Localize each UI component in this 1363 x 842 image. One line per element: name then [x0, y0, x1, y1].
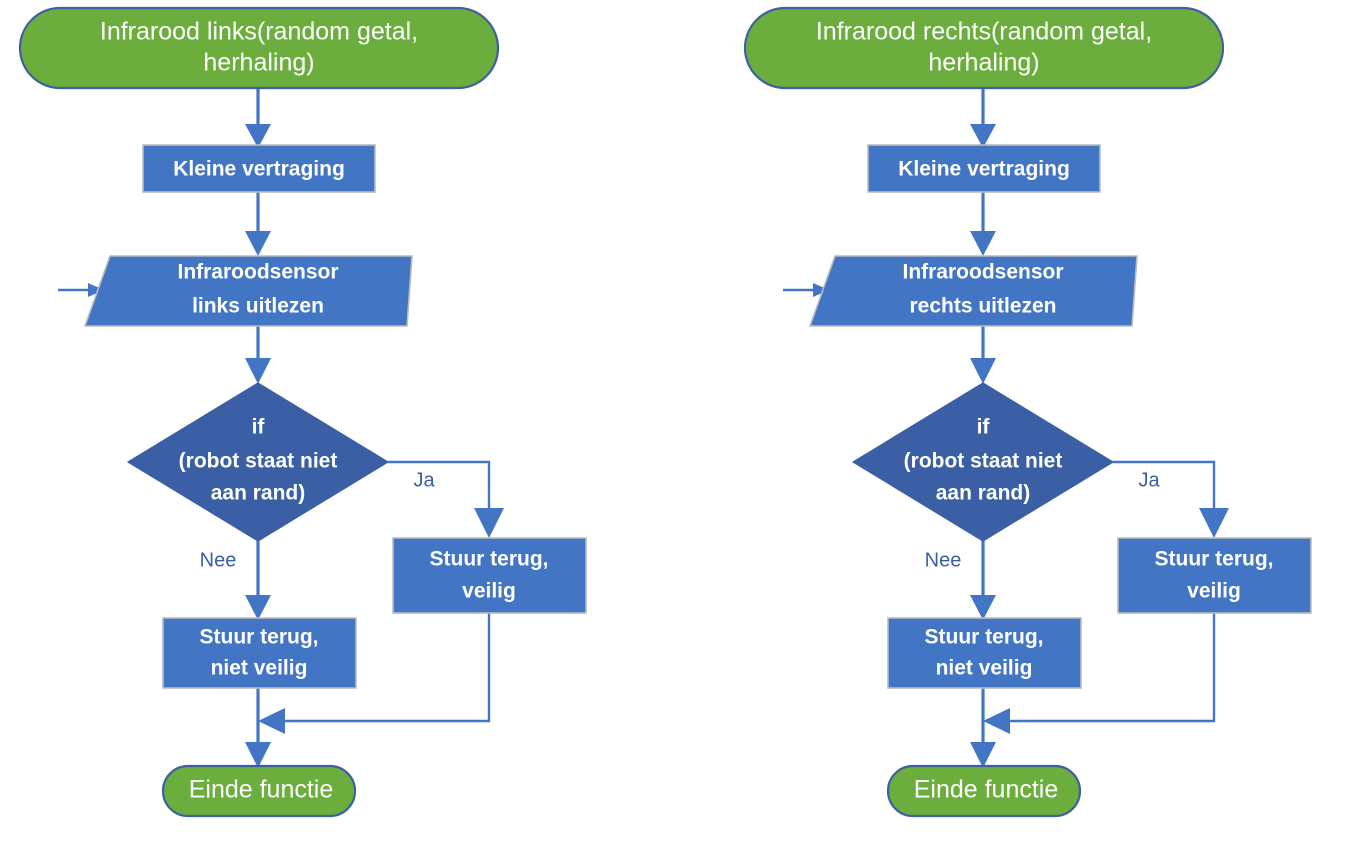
left-unsafe-label-line1: Stuur terug, [200, 626, 319, 649]
left-unsafe-process[interactable]: Stuur terug, niet veilig [162, 617, 357, 689]
left-flow-column: Infrarood links(random getal, herhaling)… [18, 6, 587, 818]
left-delay-label: Kleine vertraging [173, 158, 345, 181]
left-safe-label-line2: veilig [462, 580, 516, 603]
right-unsafe-label-line1: Stuur terug, [925, 626, 1044, 649]
left-safe-label-line1: Stuur terug, [430, 548, 549, 571]
left-decision-diamond[interactable]: if (robot staat niet aan rand) [126, 382, 390, 542]
right-safe-process[interactable]: Stuur terug, veilig [1117, 537, 1312, 614]
right-unsafe-process[interactable]: Stuur terug, niet veilig [887, 617, 1082, 689]
right-start-terminator[interactable]: Infrarood rechts(random getal, herhaling… [743, 6, 1225, 90]
right-connector-unsafe-to-end [970, 688, 996, 768]
right-start-label-line1: Infrarood rechts(random getal, [816, 18, 1152, 46]
left-connector-sensor-to-decision [245, 326, 271, 384]
right-decision-diamond[interactable]: if (robot staat niet aan rand) [851, 382, 1115, 542]
left-connector-decision-yes [388, 460, 504, 538]
right-connector-start-to-delay [970, 88, 996, 148]
left-connector-start-to-delay [245, 88, 271, 148]
right-start-label-line2: herhaling) [928, 49, 1039, 77]
left-connector-delay-to-sensor [245, 192, 271, 256]
left-unsafe-label-line2: niet veilig [211, 657, 308, 680]
left-decision-label-line2: (robot staat niet [179, 450, 338, 473]
right-end-label: Einde functie [914, 776, 1059, 804]
left-delay-process[interactable]: Kleine vertraging [142, 144, 376, 193]
right-end-terminator[interactable]: Einde functie [886, 764, 1082, 818]
right-edge-label-yes: Ja [1138, 469, 1160, 491]
left-end-terminator[interactable]: Einde functie [161, 764, 357, 818]
right-sensor-input-arrow [783, 283, 829, 297]
right-connector-decision-yes [1113, 460, 1229, 538]
left-connector-safe-merge [258, 613, 491, 734]
left-connector-unsafe-to-end [245, 688, 271, 768]
left-start-label-line2: herhaling) [203, 49, 314, 77]
left-connector-decision-no [245, 541, 271, 620]
right-decision-label-line1: if [977, 416, 991, 439]
right-sensor-label-line2: rechts uitlezen [909, 295, 1056, 318]
left-sensor-label-line2: links uitlezen [192, 295, 324, 318]
left-decision-label-line3: aan rand) [211, 482, 306, 505]
left-sensor-input-arrow [58, 283, 104, 297]
right-connector-delay-to-sensor [970, 192, 996, 256]
right-flow-column: Infrarood rechts(random getal, herhaling… [743, 6, 1312, 818]
right-delay-label: Kleine vertraging [898, 158, 1070, 181]
right-connector-safe-merge [983, 613, 1216, 734]
right-decision-label-line3: aan rand) [936, 482, 1031, 505]
right-decision-label-line2: (robot staat niet [904, 450, 1063, 473]
left-edge-label-no: Nee [200, 549, 237, 571]
right-unsafe-label-line2: niet veilig [936, 657, 1033, 680]
right-sensor-io[interactable]: Infraroodsensor rechts uitlezen [808, 255, 1138, 327]
left-decision-label-line1: if [252, 416, 266, 439]
left-sensor-label-line1: Infraroodsensor [177, 261, 338, 284]
left-end-label: Einde functie [189, 776, 334, 804]
right-connector-decision-no [970, 541, 996, 620]
right-safe-label-line1: Stuur terug, [1155, 548, 1274, 571]
right-safe-label-line2: veilig [1187, 580, 1241, 603]
left-sensor-io[interactable]: Infraroodsensor links uitlezen [83, 255, 413, 327]
left-start-label-line1: Infrarood links(random getal, [100, 18, 418, 46]
left-safe-process[interactable]: Stuur terug, veilig [392, 537, 587, 614]
right-sensor-label-line1: Infraroodsensor [902, 261, 1063, 284]
left-edge-label-yes: Ja [413, 469, 435, 491]
right-edge-label-no: Nee [925, 549, 962, 571]
right-delay-process[interactable]: Kleine vertraging [867, 144, 1101, 193]
right-connector-sensor-to-decision [970, 326, 996, 384]
left-start-terminator[interactable]: Infrarood links(random getal, herhaling) [18, 6, 500, 90]
